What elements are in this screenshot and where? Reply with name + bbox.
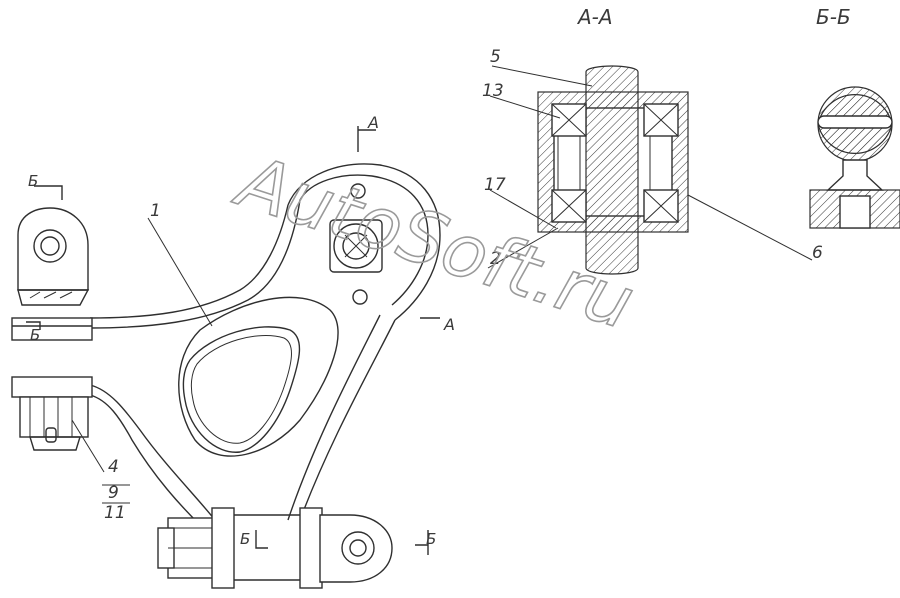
lever-body <box>89 163 441 526</box>
section-mark-b-left-top: Б <box>28 172 38 190</box>
section-aa <box>487 65 813 275</box>
left-upper-bushing <box>11 207 93 341</box>
part-label-6: 6 <box>812 243 823 263</box>
section-bb <box>809 86 900 229</box>
section-arrows <box>26 126 440 555</box>
part-label-1: 1 <box>150 201 161 221</box>
part-label-4: 4 <box>108 457 119 477</box>
section-mark-b-bottom-mid: Б <box>240 530 250 548</box>
left-lower-bushing <box>11 376 93 451</box>
part-label-5: 5 <box>490 47 501 67</box>
section-mark-b-bottom-right: Б <box>426 530 436 548</box>
section-bb-title: Б-Б <box>816 5 851 29</box>
section-mark-b-left-mid: Б <box>30 326 40 344</box>
part-label-2: 2 <box>490 249 501 269</box>
section-aa-title: А-А <box>576 5 613 29</box>
part-label-13: 13 <box>482 81 504 101</box>
part-label-17: 17 <box>484 175 506 195</box>
part-label-9: 9 <box>108 483 119 503</box>
section-mark-a-right: А <box>443 315 455 334</box>
bottom-bushing <box>157 507 393 589</box>
part-label-11: 11 <box>104 503 126 523</box>
section-mark-a-top: А <box>367 113 379 132</box>
